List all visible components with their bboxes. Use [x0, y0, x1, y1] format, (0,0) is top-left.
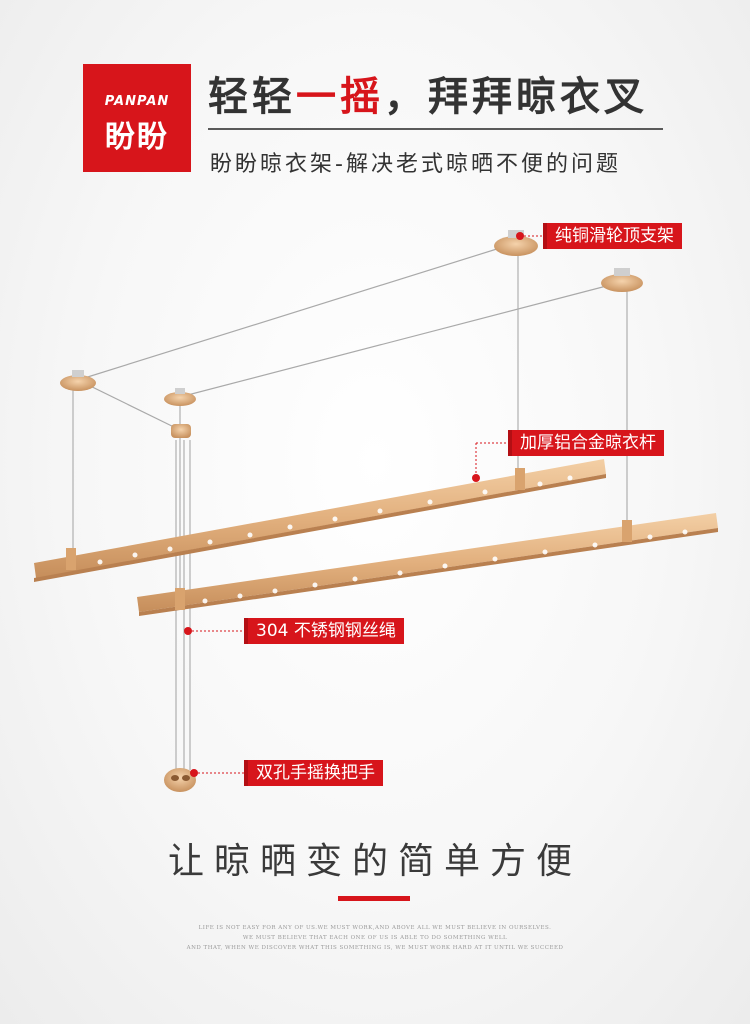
ceiling-wires — [77, 242, 619, 431]
ceiling-bracket-mid — [164, 388, 196, 406]
drying-rod-front — [137, 513, 718, 616]
hand-crank-handle — [164, 768, 196, 792]
slogan-accent-bar — [338, 896, 410, 901]
headline-part1: 轻轻 — [208, 74, 296, 120]
subtitle: 盼盼晾衣架-解决老式晾晒不便的问题 — [210, 152, 621, 177]
callout-handle: 双孔手摇换把手 — [244, 760, 383, 786]
ceiling-bracket-right — [601, 268, 643, 292]
ceiling-bracket-top-right — [494, 230, 538, 256]
callout-rod: 加厚铝合金晾衣杆 — [508, 430, 664, 456]
headline-highlight: 一摇 — [296, 74, 384, 120]
headline-divider — [208, 128, 663, 130]
brand-name-en: PANPAN — [104, 94, 170, 109]
fine-print-line-3: AND THAT, WHEN WE DISCOVER WHAT THIS SOM… — [186, 945, 564, 951]
headline: 轻轻一摇，拜拜晾衣叉 — [208, 64, 648, 122]
fine-print-line-2: WE MUST BELIEVE THAT EACH ONE OF US IS A… — [242, 935, 508, 941]
callout-pointers — [188, 235, 543, 774]
ceiling-bracket-left — [60, 370, 96, 391]
callout-wire: 304 不锈钢钢丝绳 — [244, 618, 404, 644]
brand-name-cn: 盼盼 — [105, 120, 169, 155]
fine-print-line-1: LIFE IS NOT EASY FOR ANY OF US.WE MUST W… — [198, 925, 552, 931]
callout-dots — [184, 232, 524, 777]
slogan: 让晾晒变的简单方便 — [167, 841, 582, 882]
brand-logo: PANPAN 盼盼 — [83, 64, 191, 172]
drying-rod-back — [34, 459, 606, 582]
callout-top-bracket: 纯铜滑轮顶支架 — [543, 223, 682, 249]
headline-part2: ，拜拜晾衣叉 — [384, 74, 648, 120]
pulley-block — [171, 424, 191, 438]
